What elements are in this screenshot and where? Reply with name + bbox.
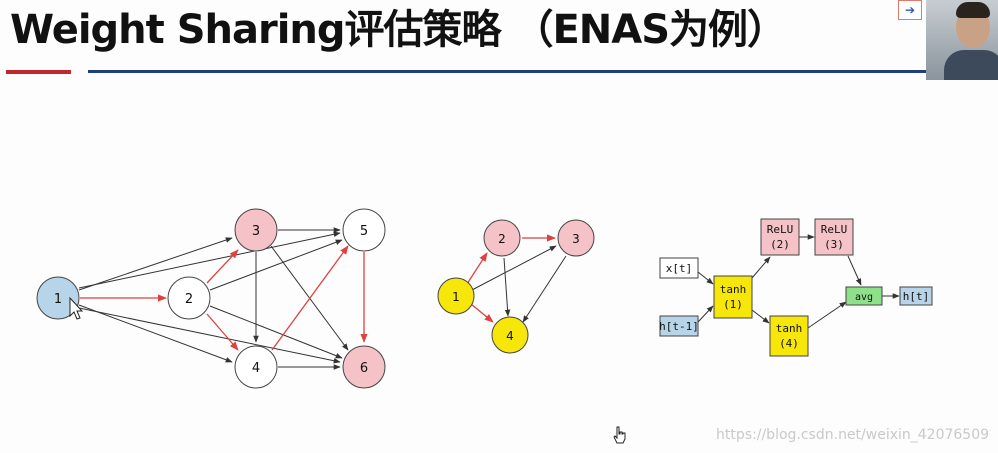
small-node-3: 3 <box>557 219 595 257</box>
cell-op-tanh4: tanh (4) <box>769 315 809 357</box>
small-node-3-label: 3 <box>572 232 580 246</box>
dag-graph: 1 2 3 4 5 6 <box>36 208 386 389</box>
dag-edge-1-3 <box>78 237 233 291</box>
dag-node-6: 6 <box>342 345 386 389</box>
dag-edge-2-5 <box>209 239 343 291</box>
cell-output-h: h[t] <box>899 286 933 306</box>
cell-edge-h-tanh1 <box>697 305 714 323</box>
cell-edge-relu3-avg <box>847 255 862 286</box>
watermark-url: https://blog.csdn.net/weixin_42076509 <box>716 427 990 443</box>
dag-node-5-label: 5 <box>360 224 368 239</box>
dag-node-3: 3 <box>234 208 278 252</box>
cell-graph: x[t] h[t-1] tanh (1) ReLU (2) ReLU (3) <box>659 218 933 357</box>
webcam-person-hair <box>956 2 990 18</box>
dag-node-1: 1 <box>36 276 80 320</box>
small-node-1-label: 1 <box>452 290 460 304</box>
slide-title: Weight Sharing评估策略 （ENAS为例） <box>10 7 787 53</box>
cell-input-h: h[t-1] <box>659 315 699 337</box>
dag-node-5: 5 <box>342 208 386 252</box>
dag-node-2-label: 2 <box>185 292 193 307</box>
dag-edge-4-5 <box>271 245 349 351</box>
cell-edge-tanh1-tanh4 <box>751 309 770 324</box>
small-node-4-label: 4 <box>506 329 514 343</box>
cell-op-tanh1-index: (1) <box>723 298 743 311</box>
dag-edge-2-4 <box>206 313 239 351</box>
small-node-2: 2 <box>483 219 521 257</box>
hand-cursor-icon <box>613 426 626 444</box>
cell-op-tanh1-name: tanh <box>720 283 747 296</box>
cell-edge-x-tanh1 <box>697 271 714 285</box>
cell-op-relu2: ReLU (2) <box>760 218 800 256</box>
cell-op-tanh4-index: (4) <box>779 337 799 350</box>
dag-node-6-label: 6 <box>360 361 368 376</box>
dag-edge-2-3 <box>206 249 239 284</box>
webcam-person-body <box>944 50 998 80</box>
dag-edge-1-6 <box>78 307 341 364</box>
small-edge-1-4 <box>470 303 494 323</box>
cell-op-tanh1: tanh (1) <box>713 275 753 319</box>
cell-edge-tanh1-relu2 <box>751 256 771 279</box>
cell-input-h-label: h[t-1] <box>659 320 699 333</box>
small-edge-2-4 <box>503 257 511 317</box>
dag-node-4: 4 <box>234 345 278 389</box>
cell-input-x: x[t] <box>659 257 699 279</box>
small-node-2-label: 2 <box>498 232 506 246</box>
cell-edge-tanh4-avg <box>807 301 847 329</box>
dag-node-4-label: 4 <box>252 361 260 376</box>
small-node-4: 4 <box>491 316 529 354</box>
webcam-video <box>926 0 998 80</box>
cell-output-h-label: h[t] <box>903 290 930 303</box>
expand-arrow-button[interactable]: ➔ <box>898 0 922 20</box>
dag-node-1-label: 1 <box>54 292 62 307</box>
cell-avg-label: avg <box>855 292 873 303</box>
small-edge-1-3 <box>471 245 557 291</box>
cell-input-x-label: x[t] <box>666 262 693 275</box>
small-edge-3-4 <box>522 255 567 323</box>
cell-op-tanh4-name: tanh <box>776 322 803 335</box>
cell-op-relu3-name: ReLU <box>821 223 848 236</box>
cell-op-relu3-index: (3) <box>824 238 844 251</box>
title-underline-blue <box>88 70 926 73</box>
dag-node-2: 2 <box>167 276 211 320</box>
dag-edge-1-5 <box>78 231 341 289</box>
dag-node-3-label: 3 <box>252 224 260 239</box>
small-edge-1-2 <box>466 252 488 285</box>
dag-edge-2-6 <box>209 305 343 359</box>
cell-op-relu2-index: (2) <box>770 238 790 251</box>
dag-edge-1-4 <box>78 304 233 363</box>
cell-op-relu2-name: ReLU <box>767 223 794 236</box>
small-graph: 1 2 3 4 <box>437 219 595 354</box>
cell-op-relu3: ReLU (3) <box>814 218 854 256</box>
title-underline-red <box>6 70 71 74</box>
cell-avg: avg <box>845 286 883 306</box>
mouse-pointer-icon <box>69 296 84 320</box>
small-node-1: 1 <box>437 277 475 315</box>
